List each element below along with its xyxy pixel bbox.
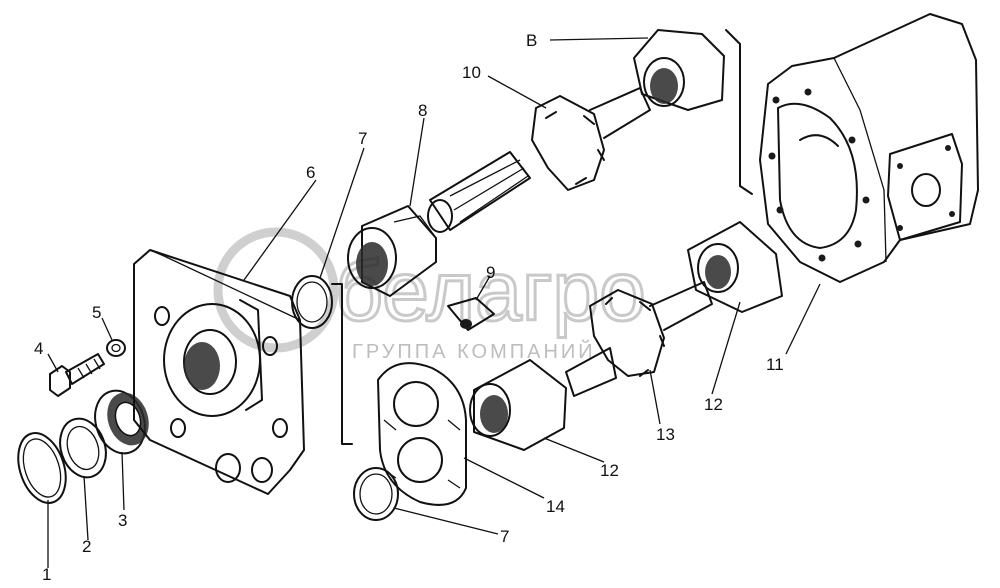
bracket-left — [331, 283, 353, 445]
watermark-tagline: ГРУППА КОМПАНИЙ — [352, 339, 596, 363]
label-4: 4 — [34, 339, 43, 358]
part-housing — [759, 13, 979, 283]
label-13: 13 — [656, 425, 675, 444]
label-7-lower: 7 — [500, 527, 509, 546]
label-3: 3 — [118, 511, 127, 530]
label-1: 1 — [42, 565, 51, 584]
label-12-lower: 12 — [600, 461, 619, 480]
part-bushing-upper — [347, 205, 437, 297]
part-gasket — [377, 362, 467, 506]
part-gear-shaft-lower — [565, 281, 713, 397]
label-6: 6 — [306, 163, 315, 182]
label-v: В — [526, 31, 537, 50]
bracket-right — [725, 29, 753, 195]
part-labels: 1 2 3 4 5 6 7 8 9 10 В 11 12 12 13 14 7 — [34, 31, 784, 584]
label-10: 10 — [462, 63, 481, 82]
part-washer — [59, 417, 107, 479]
part-bushing-right — [687, 221, 783, 313]
label-7-upper: 7 — [358, 129, 367, 148]
watermark: белагро ГРУППА КОМПАНИЙ — [213, 227, 647, 363]
leader-lines — [47, 37, 821, 568]
part-bushing-rear — [633, 29, 725, 111]
part-lock-washer — [106, 339, 126, 357]
label-5: 5 — [92, 303, 101, 322]
label-11: 11 — [766, 355, 784, 374]
label-14: 14 — [546, 497, 565, 516]
part-key — [447, 297, 495, 331]
part-bolt — [49, 353, 105, 397]
part-o-ring-lower — [353, 467, 399, 521]
label-9: 9 — [486, 263, 495, 282]
part-o-ring-upper — [291, 275, 333, 329]
label-12-right: 12 — [704, 395, 723, 414]
label-2: 2 — [82, 537, 91, 556]
part-snap-ring — [17, 432, 67, 504]
part-bushing-lower — [469, 359, 567, 451]
part-seal — [94, 389, 149, 455]
label-8: 8 — [418, 101, 427, 120]
part-gear-shaft-upper — [427, 87, 651, 233]
part-front-cover — [133, 249, 305, 495]
